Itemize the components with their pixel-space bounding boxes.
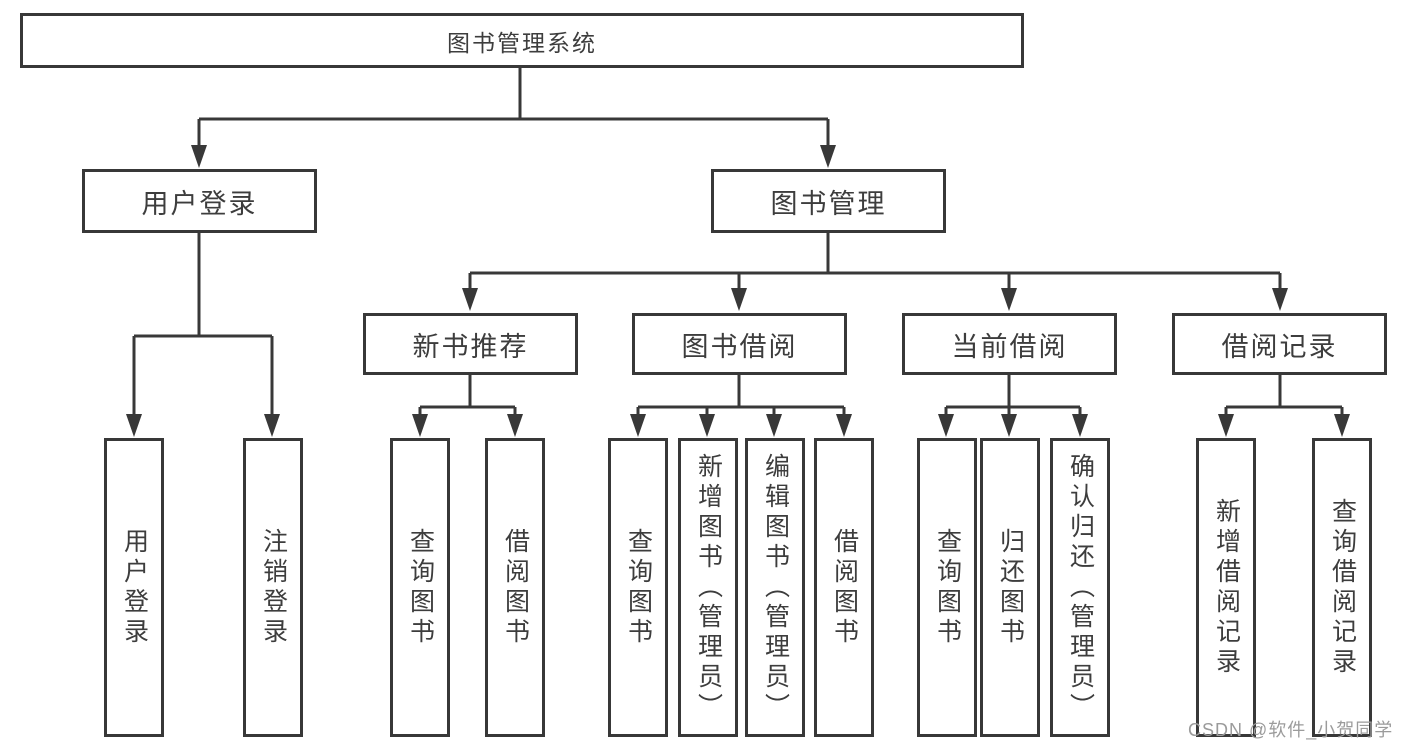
node-library-system-label: 图书管理系统	[447, 29, 597, 56]
node-borrowing-records: 借阅记录	[1172, 313, 1387, 375]
node-book-borrowing: 图书借阅	[632, 313, 847, 375]
node-user-login-label: 用户登录	[141, 188, 258, 219]
leaf-query-books-borrow-label: 查询图书	[624, 527, 653, 648]
leaf-logout: 注销登录	[243, 438, 303, 737]
node-new-book-recommendation: 新书推荐	[363, 313, 578, 375]
leaf-borrow-books-recommend-label: 借阅图书	[501, 527, 530, 648]
leaf-borrow-books-label: 借阅图书	[830, 527, 859, 648]
leaf-query-books-recommend: 查询图书	[390, 438, 450, 737]
leaf-add-borrow-record: 新增借阅记录	[1196, 438, 1256, 737]
leaf-edit-books-admin: 编辑图书（管理员）	[745, 438, 805, 737]
leaf-query-borrow-record: 查询借阅记录	[1312, 438, 1372, 737]
leaf-confirm-return-admin-label: 确认归还（管理员）	[1066, 452, 1095, 723]
leaf-return-books: 归还图书	[980, 438, 1040, 737]
leaf-return-books-label: 归还图书	[996, 527, 1025, 648]
leaf-borrow-books: 借阅图书	[814, 438, 874, 737]
node-borrowing-records-label: 借阅记录	[1221, 331, 1338, 362]
csdn-watermark: CSDN @软件_小贺同学	[1188, 720, 1394, 740]
node-current-borrowing: 当前借阅	[902, 313, 1117, 375]
leaf-edit-books-admin-label: 编辑图书（管理员）	[761, 452, 790, 723]
leaf-user-login-label: 用户登录	[120, 527, 149, 648]
leaf-user-login: 用户登录	[104, 438, 164, 737]
leaf-logout-label: 注销登录	[259, 527, 288, 648]
node-book-borrowing-label: 图书借阅	[681, 331, 798, 362]
leaf-query-books-current: 查询图书	[917, 438, 977, 737]
node-book-management-label: 图书管理	[770, 188, 887, 219]
leaf-query-books-recommend-label: 查询图书	[406, 527, 435, 648]
leaf-query-books-borrow: 查询图书	[608, 438, 668, 737]
leaf-query-borrow-record-label: 查询借阅记录	[1328, 497, 1357, 678]
node-book-management: 图书管理	[711, 169, 946, 233]
leaf-add-books-admin-label: 新增图书（管理员）	[694, 452, 723, 723]
node-user-login: 用户登录	[82, 169, 317, 233]
node-current-borrowing-label: 当前借阅	[951, 331, 1068, 362]
leaf-add-borrow-record-label: 新增借阅记录	[1212, 497, 1241, 678]
node-library-system: 图书管理系统	[20, 13, 1024, 68]
node-new-book-recommendation-label: 新书推荐	[412, 331, 529, 362]
leaf-query-books-current-label: 查询图书	[933, 527, 962, 648]
leaf-add-books-admin: 新增图书（管理员）	[678, 438, 738, 737]
leaf-confirm-return-admin: 确认归还（管理员）	[1050, 438, 1110, 737]
leaf-borrow-books-recommend: 借阅图书	[485, 438, 545, 737]
